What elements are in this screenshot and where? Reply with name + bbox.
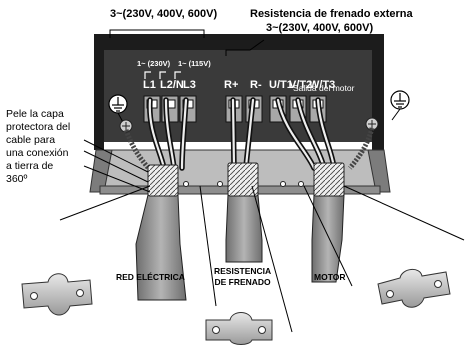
peel-note-line-5: a tierra de (6, 160, 54, 172)
peel-note-line-6: 360º (6, 173, 28, 185)
peel-note-line-2: protectora del (6, 121, 71, 133)
ground-symbol-right-icon (390, 90, 410, 110)
group-230-label: 1~ (230V) (137, 59, 171, 68)
clamp-left-icon (21, 273, 93, 316)
motor-cable (311, 194, 345, 283)
peel-note: Pele la capa protectora del cable para u… (6, 108, 70, 186)
motor-label: MOTOR (314, 272, 346, 282)
brake-title: Resistencia de frenado externa (250, 8, 413, 20)
terminal-label: U/T1 (269, 79, 293, 91)
mains-cable-shield (147, 164, 179, 197)
terminal-label: L2/N (160, 79, 184, 91)
terminal-label: L1 (143, 79, 156, 91)
brake-resistor-label: RESISTENCIA DE FRENADO (214, 266, 271, 288)
peel-note-line-4: una conexión (6, 147, 69, 159)
brake-voltage: 3~(230V, 400V, 600V) (266, 22, 374, 34)
brake-resistor-line-2: DE FRENADO (214, 277, 271, 287)
terminal-label: W/T3 (309, 79, 336, 91)
terminal-label: L3 (183, 79, 196, 91)
brake-cable-shield (227, 162, 259, 197)
motor-cable-shield (313, 162, 345, 197)
top-left-voltage: 3~(230V, 400V, 600V) (110, 8, 218, 20)
mains-label: RED ELÉCTRICA (116, 272, 185, 282)
clamp-right-icon (377, 269, 451, 308)
brake-cable (225, 194, 263, 263)
group-115-label: 1~ (115V) (178, 59, 211, 68)
mains-cable (135, 194, 187, 301)
terminal-label: V/T2 (289, 79, 313, 91)
terminal-label: R- (250, 79, 262, 91)
ground-screw-left-icon (119, 119, 133, 133)
terminal-label: R+ (224, 79, 239, 91)
peel-note-line-1: Pele la capa (6, 108, 64, 120)
peel-note-line-3: cable para (6, 134, 56, 146)
brake-resistor-line-1: RESISTENCIA (214, 266, 272, 276)
clamp-bottom-icon (205, 312, 273, 345)
ground-symbol-left-icon (108, 94, 128, 114)
motor-output-label: Salida del motor (293, 83, 355, 93)
